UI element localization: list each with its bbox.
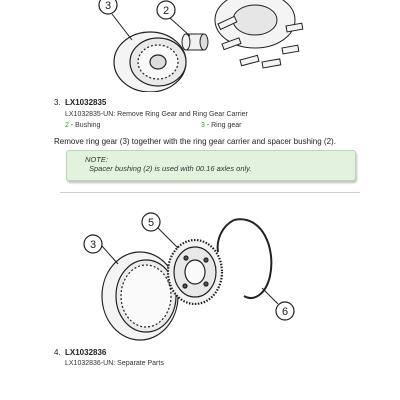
- callout-3: 3: [83, 234, 103, 254]
- ring-gear-drawing: [113, 31, 187, 92]
- figure-code: LX1032835: [65, 98, 107, 107]
- note-box: NOTE: Spacer bushing (2) is used with 00…: [66, 150, 356, 181]
- ring-gear-drawing: [101, 251, 179, 341]
- figure-title: LX1032836-UN: Separate Parts: [65, 360, 164, 367]
- snap-ring-drawing: [216, 218, 273, 299]
- note-title: NOTE:: [85, 155, 108, 164]
- svg-text:3: 3: [90, 239, 96, 251]
- section-divider: [60, 192, 360, 193]
- step-3-caption: 3. LX1032835: [54, 98, 106, 107]
- spacer-bushing-drawing: [181, 33, 209, 51]
- callout-3: 3: [98, 0, 118, 15]
- step-number: 3.: [54, 98, 61, 107]
- legend-item-bushing: 2 - Bushing: [65, 122, 101, 129]
- callout-2: 2: [156, 0, 176, 20]
- separate-parts-illustration: 5 3 6: [83, 212, 295, 341]
- legend-item-ring-gear: 3 - Ring gear: [201, 122, 242, 129]
- ring-gear-carrier-drawing: [166, 238, 224, 306]
- figure-legend: 2 - Bushing 3 - Ring gear: [65, 122, 365, 129]
- callout-5: 5: [141, 212, 161, 232]
- wheel-hub-drawing: [214, 0, 304, 69]
- ring-gear-removal-illustration: 3 2: [98, 0, 304, 92]
- step-3-instruction: Remove ring gear (3) together with the r…: [54, 137, 336, 146]
- svg-text:2: 2: [163, 5, 169, 17]
- svg-text:5: 5: [148, 217, 154, 229]
- note-text: Spacer bushing (2) is used with 00.16 ax…: [89, 164, 252, 173]
- svg-text:3: 3: [105, 0, 111, 12]
- callout-6: 6: [275, 301, 295, 321]
- step-4-caption: 4. LX1032836: [54, 348, 106, 357]
- svg-text:6: 6: [282, 306, 288, 318]
- step-number: 4.: [54, 348, 61, 357]
- figure-code: LX1032836: [65, 348, 107, 357]
- figure-title: LX1032835-UN: Remove Ring Gear and Ring …: [65, 111, 248, 118]
